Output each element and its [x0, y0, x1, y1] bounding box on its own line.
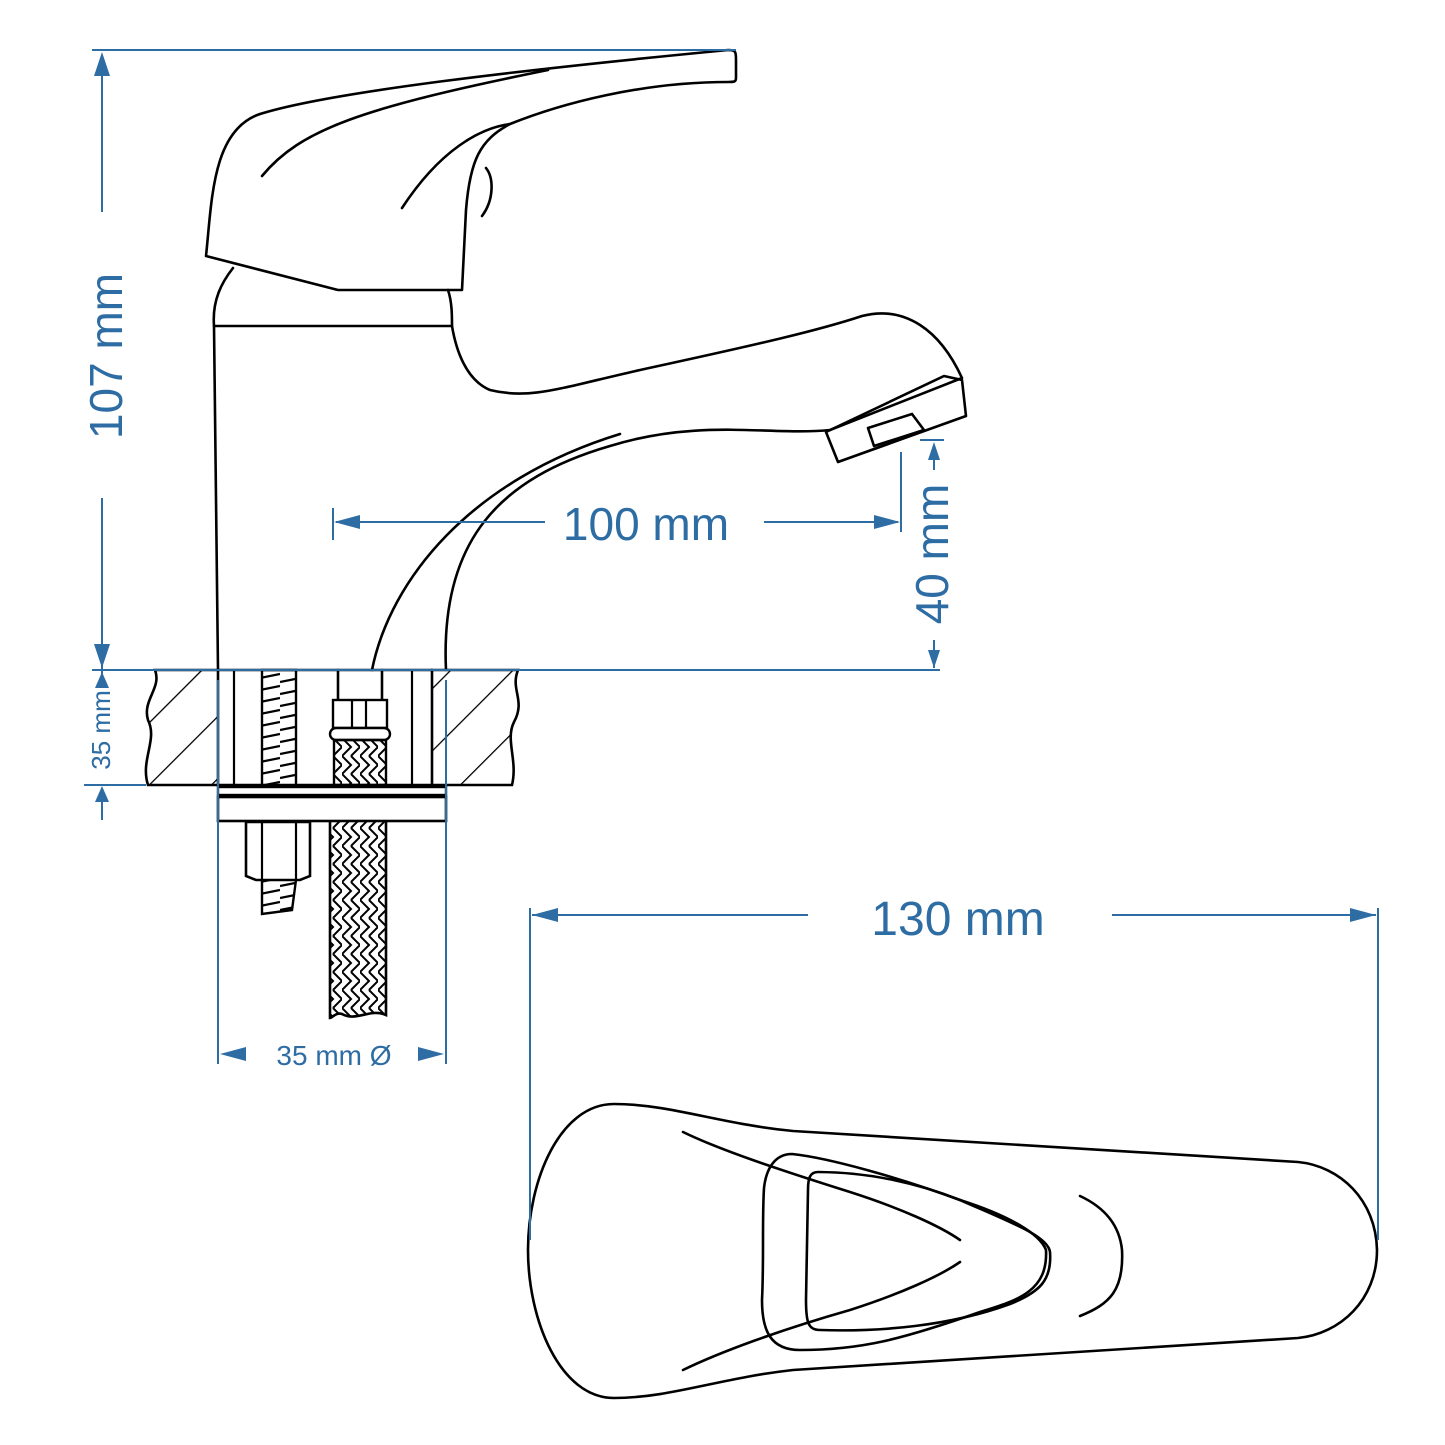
mounting-plate: [216, 785, 448, 823]
label-spout-height: 40 mm: [906, 484, 958, 625]
lever-handle: [204, 48, 738, 292]
side-view: [144, 48, 968, 1020]
dimension-total-length: 130 mm: [529, 893, 1379, 1240]
tap-body: [212, 266, 968, 672]
label-total-height: 107 mm: [80, 273, 132, 439]
dimension-total-height: 107 mm: [80, 49, 736, 668]
label-hole-diameter: 35 mm Ø: [276, 1040, 391, 1071]
dimension-counter-thickness: 35 mm: [84, 660, 940, 820]
top-view: [526, 1102, 1379, 1400]
dimension-spout-reach: 100 mm: [332, 452, 902, 550]
label-total-length: 130 mm: [871, 893, 1044, 946]
threaded-rod: [260, 668, 298, 790]
supply-hose: [328, 668, 392, 1020]
label-counter-thickness: 35 mm: [86, 690, 116, 769]
dimension-spout-height: 40 mm: [906, 439, 958, 668]
mounting-nut: [244, 820, 312, 916]
label-spout-reach: 100 mm: [563, 498, 729, 550]
dimension-hole-diameter: 35 mm Ø: [217, 680, 447, 1071]
